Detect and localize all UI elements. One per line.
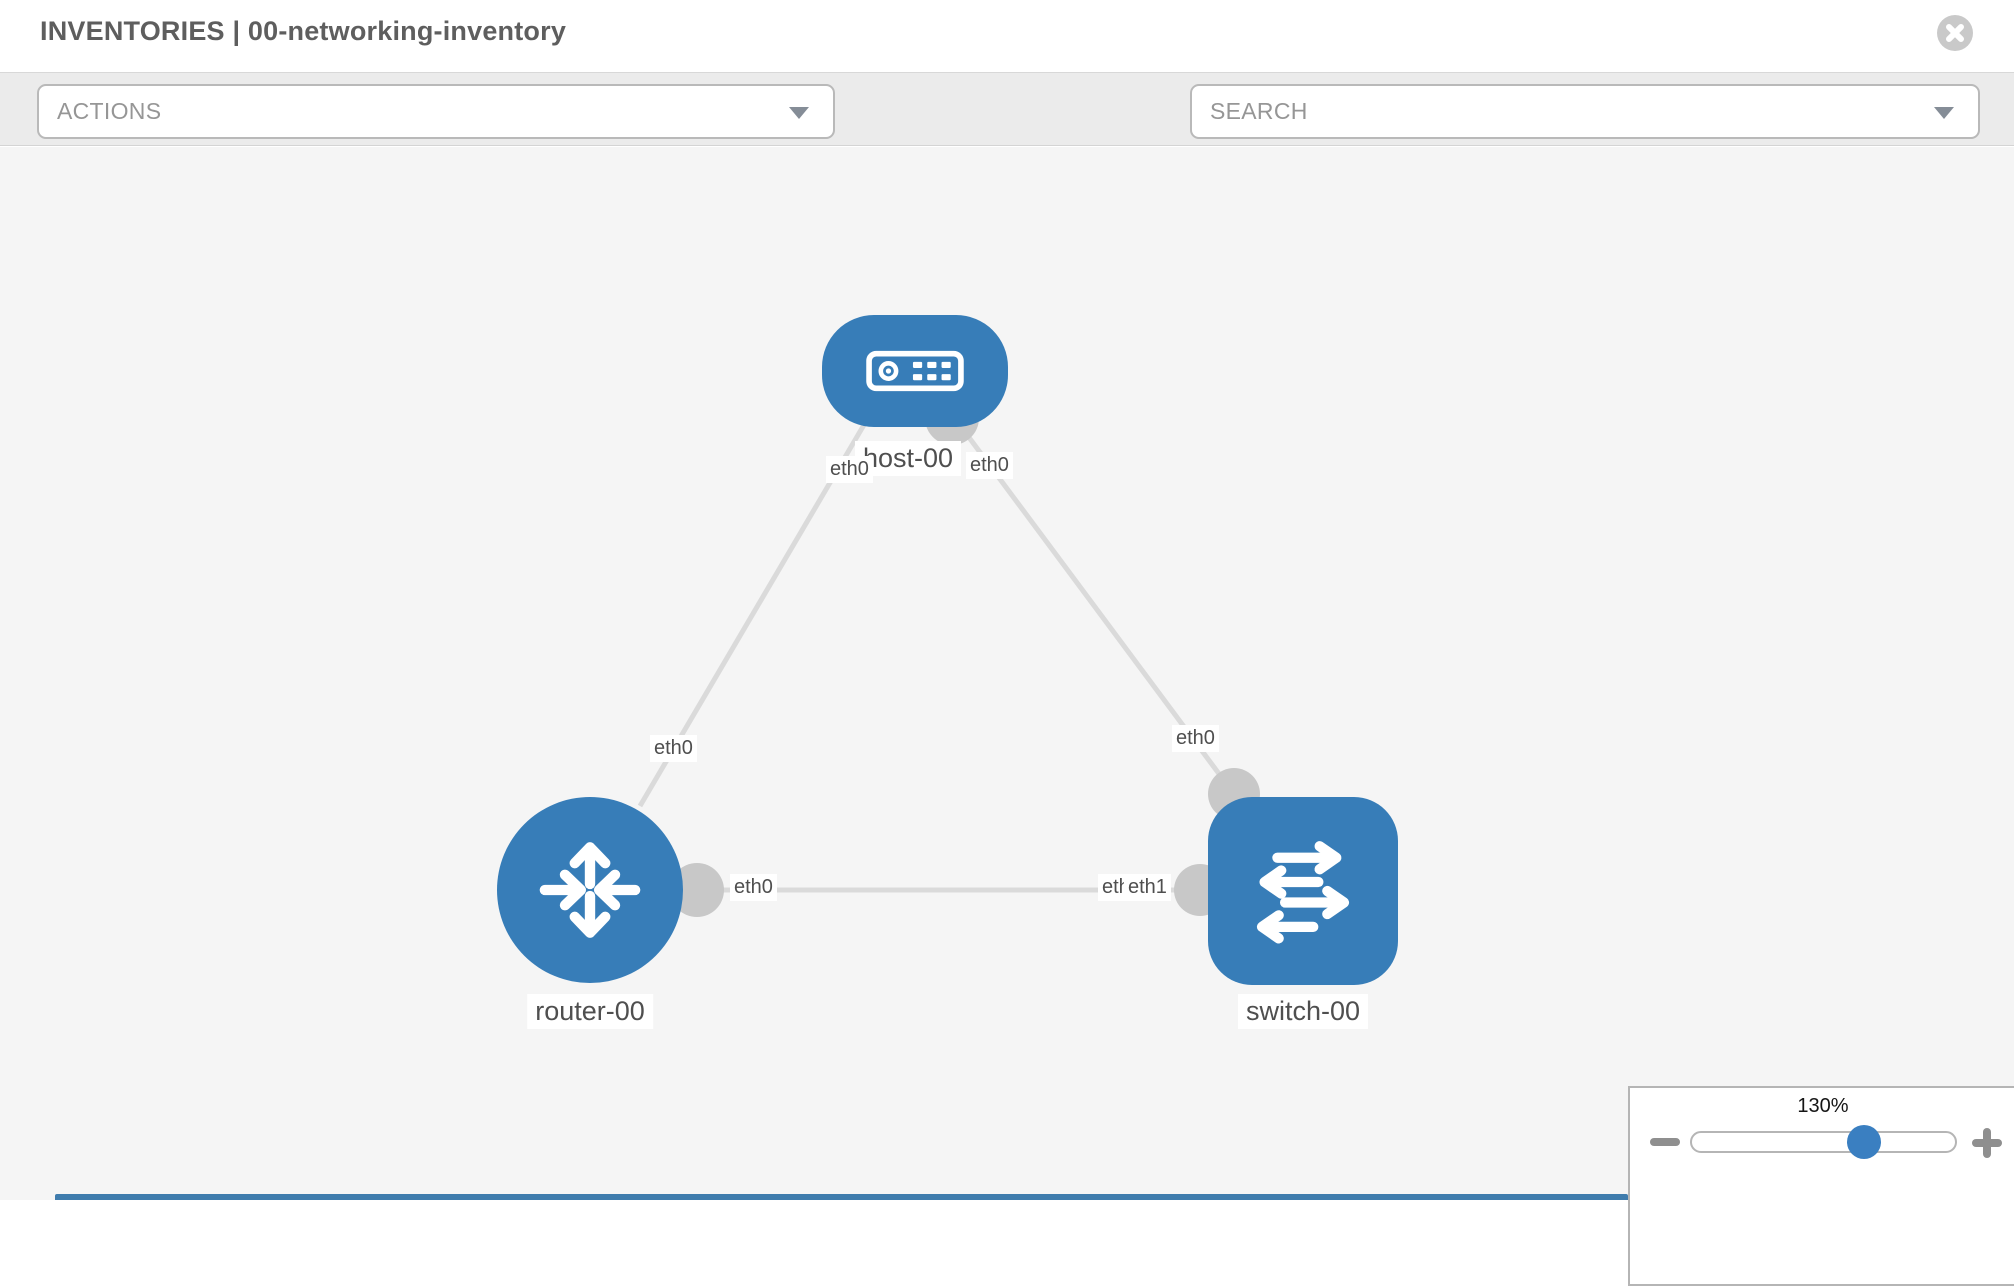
- topology-canvas[interactable]: host-00 router-00 switch-00 eth0 eth0 et…: [0, 147, 2014, 1286]
- port-label-router-uplink: eth0: [650, 735, 697, 762]
- close-icon: [1946, 24, 1964, 42]
- bottom-panel-edge: [55, 1194, 1628, 1200]
- zoom-slider-thumb[interactable]: [1847, 1125, 1881, 1159]
- chevron-down-icon: [1934, 106, 1954, 119]
- page-title: INVENTORIES | 00-networking-inventory: [40, 16, 567, 46]
- links-layer: [637, 416, 1237, 893]
- search-dropdown[interactable]: SEARCH: [1190, 84, 1980, 139]
- zoom-level-value: 130%: [1797, 1095, 1849, 1117]
- node-router-00[interactable]: [497, 797, 683, 983]
- zoom-control-panel: 130%: [1628, 1086, 2014, 1286]
- node-switch-00[interactable]: [1208, 797, 1398, 985]
- zoom-slider-track[interactable]: [1690, 1131, 1957, 1153]
- switch-icon: [1256, 841, 1350, 944]
- port-label-switch-uplink: eth0: [1172, 725, 1219, 752]
- port-label-host-left: eth0: [826, 456, 873, 483]
- header-bar: INVENTORIES | 00-networking-inventory: [0, 0, 2014, 72]
- close-button[interactable]: [1937, 15, 1973, 51]
- actions-dropdown-label: ACTIONS: [57, 98, 162, 124]
- node-label-router: router-00: [527, 994, 653, 1029]
- zoom-in-button[interactable]: [1970, 1126, 2004, 1160]
- plus-icon: [1983, 1128, 1991, 1158]
- zoom-out-button[interactable]: [1650, 1138, 1680, 1146]
- host-icon: [866, 350, 964, 392]
- node-host-00[interactable]: [822, 315, 1008, 427]
- port-label-trunk-switch-over: eth1: [1124, 874, 1171, 901]
- toolbar: ACTIONS SEARCH: [0, 72, 2014, 208]
- chevron-down-icon: [789, 106, 809, 119]
- node-label-switch: switch-00: [1237, 994, 1369, 1029]
- actions-dropdown[interactable]: ACTIONS: [37, 84, 835, 139]
- router-icon: [539, 842, 641, 938]
- search-dropdown-label: SEARCH: [1210, 98, 1308, 124]
- port-label-trunk-router: eth0: [730, 874, 777, 901]
- port-label-host-right: eth0: [966, 452, 1013, 479]
